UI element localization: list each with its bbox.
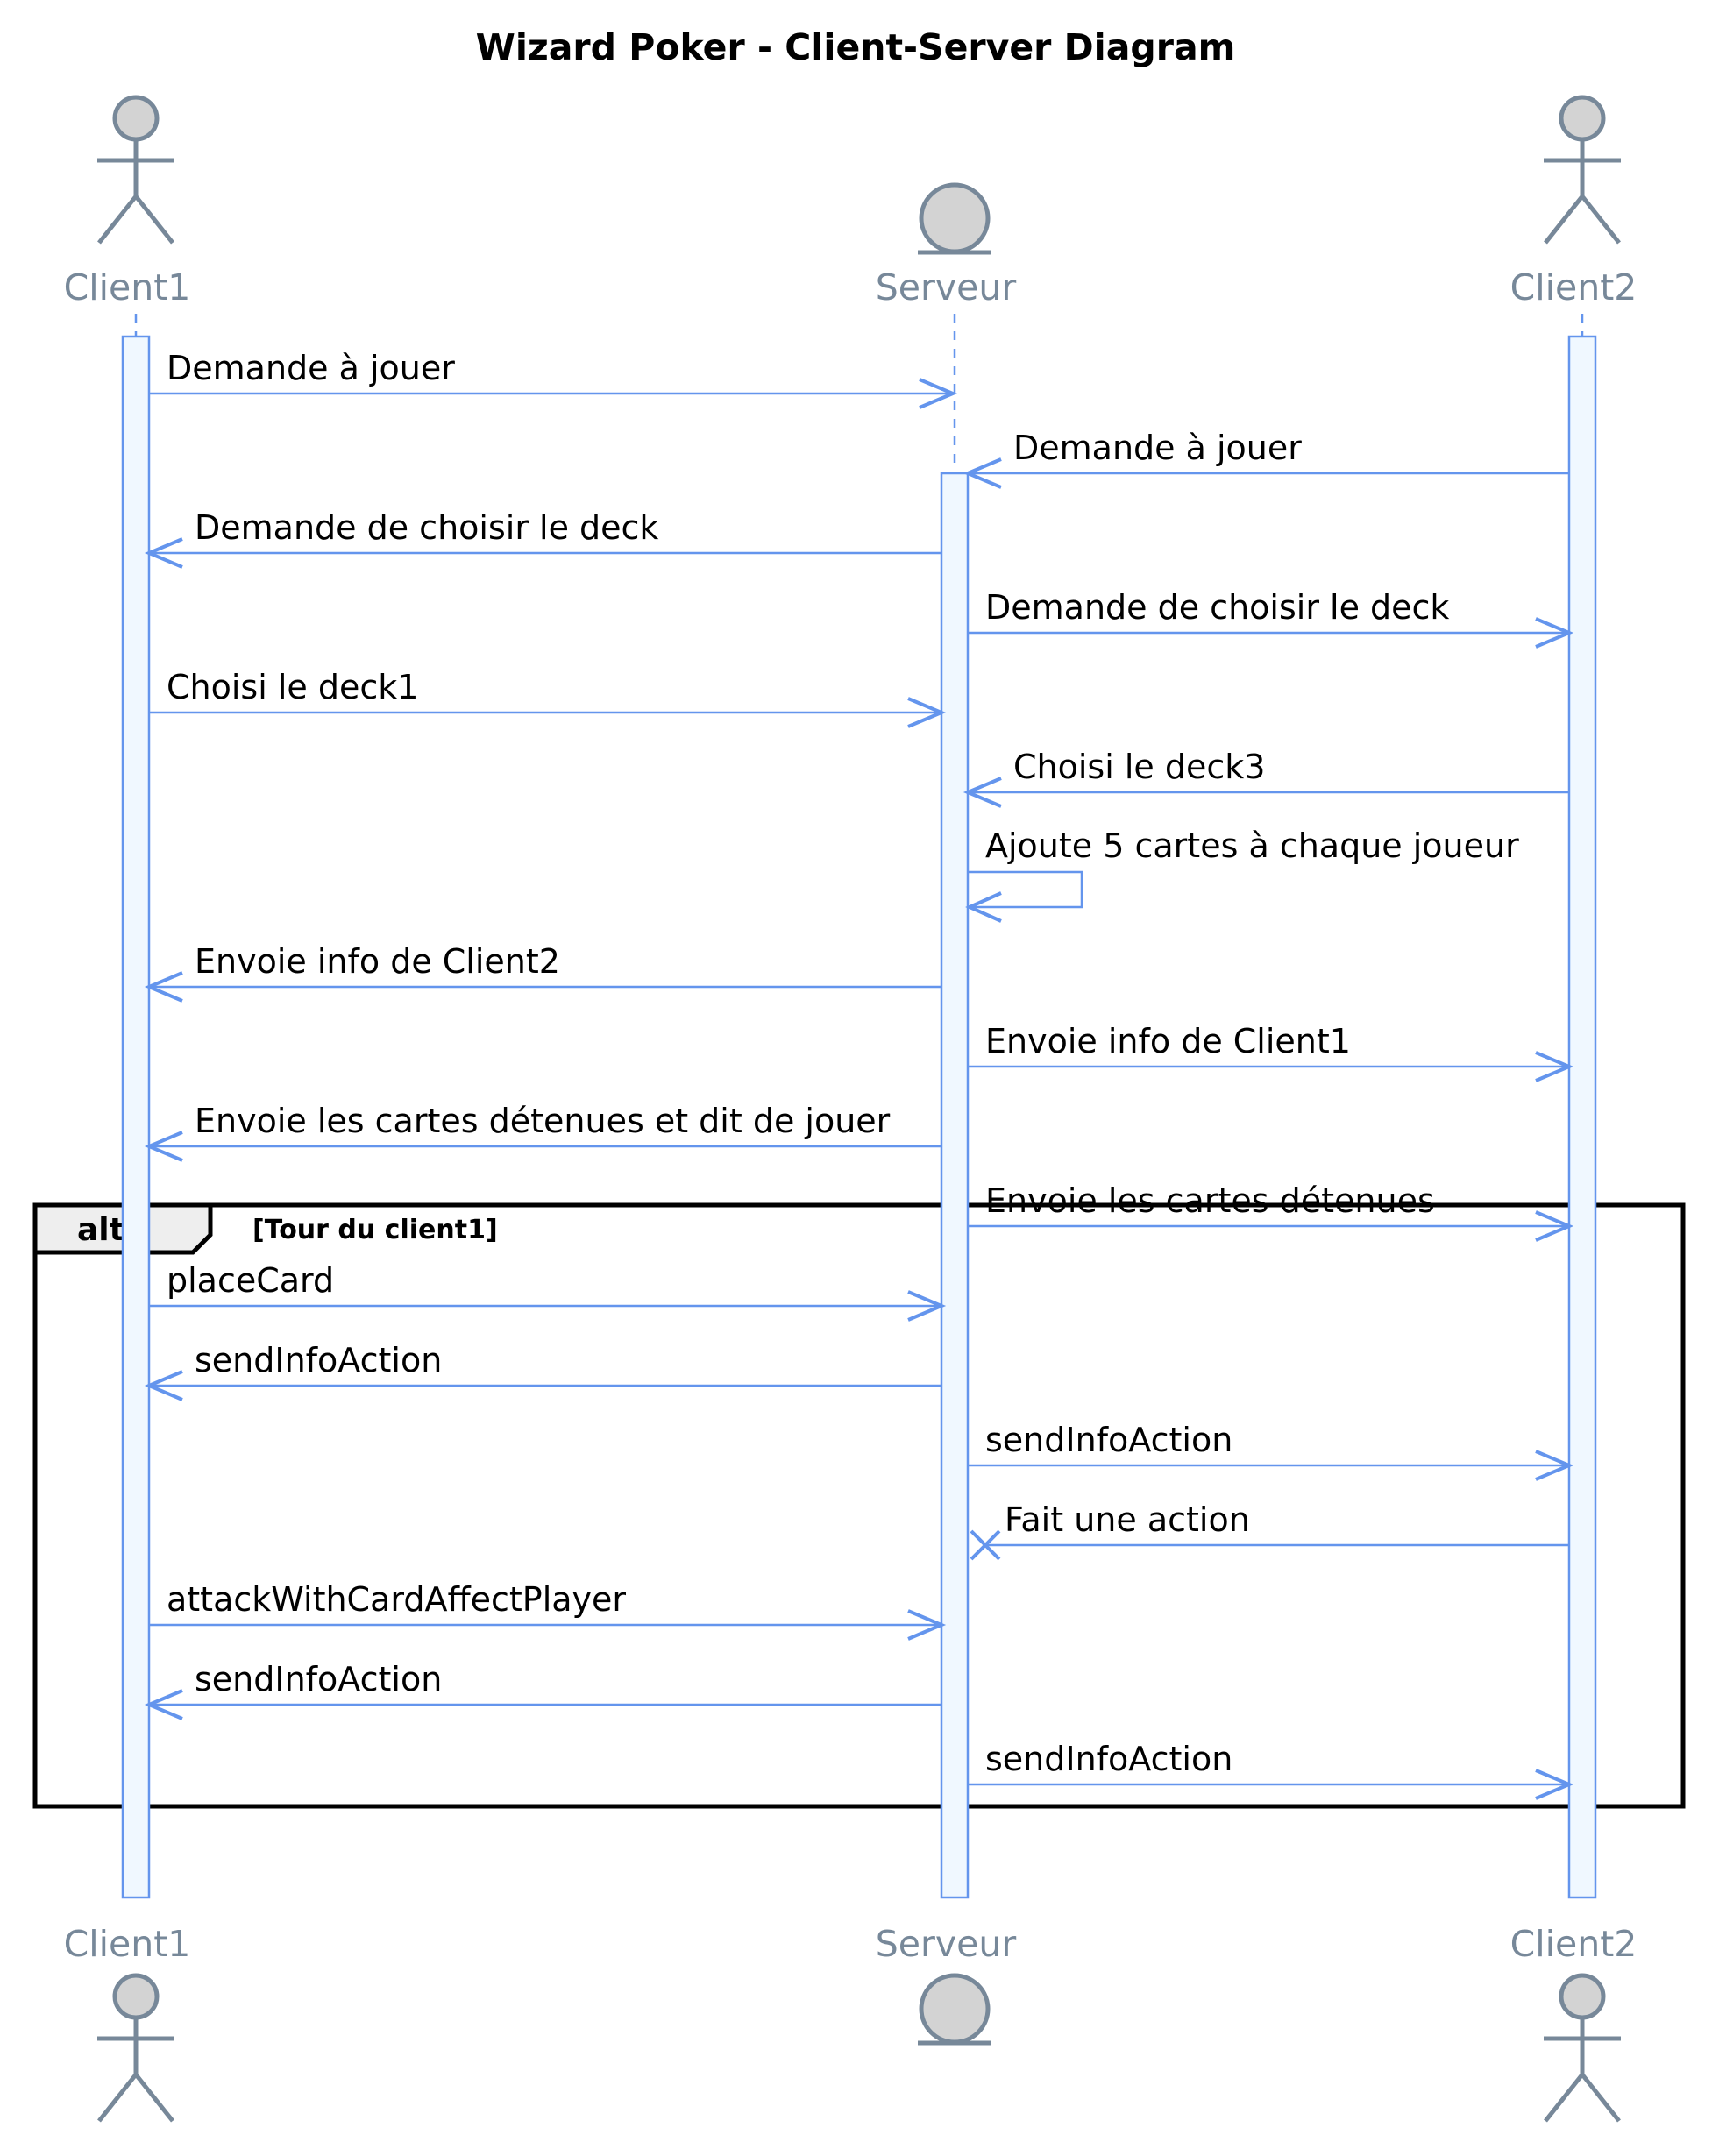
alt-operator-label: alt (77, 1212, 124, 1248)
message-label: Envoie les cartes détenues (985, 1181, 1435, 1220)
message-label: Demande de choisir le deck (195, 508, 658, 547)
diagram-title: Wizard Poker - Client-Server Diagram (476, 26, 1236, 68)
message-label: Envoie les cartes détenues et dit de jou… (195, 1102, 891, 1140)
message-15: Fait une action (970, 1500, 1569, 1561)
activation-bar-serveur (940, 472, 970, 1899)
message-label: Demande à jouer (167, 349, 455, 387)
participant-client2-top: Client2 (1510, 95, 1637, 309)
message-17: sendInfoAction (144, 1660, 941, 1720)
message-arrowhead (1535, 1450, 1574, 1481)
message-arrowhead (144, 1131, 183, 1162)
message-arrowhead (907, 697, 947, 728)
message-arrowhead (1535, 617, 1574, 649)
message-9: Envoie info de Client1 (968, 1022, 1574, 1082)
message-label: Envoie info de Client2 (195, 942, 560, 981)
message-8: Envoie info de Client2 (144, 942, 941, 1003)
message-arrowhead (144, 537, 183, 569)
message-label: attackWithCardAffectPlayer (167, 1580, 626, 1619)
alt-fragment-layer: alt [Tour du client1] (32, 1202, 1686, 1809)
activations-layer (121, 335, 1597, 1899)
message-arrowhead (144, 1370, 183, 1401)
message-7: Ajoute 5 cartes à chaque joueur (965, 826, 1519, 923)
message-label: Fait une action (1005, 1500, 1250, 1539)
participant-label-client2-bottom: Client2 (1510, 1923, 1637, 1965)
message-arrowhead (963, 457, 1002, 489)
message-line (968, 870, 1083, 909)
participant-client2-bottom: Client2 (1510, 1923, 1637, 2123)
activation-bar-client1 (121, 335, 151, 1899)
message-label: Demande à jouer (1013, 429, 1302, 467)
alt-fragment-box (32, 1202, 1686, 1809)
message-label: Envoie info de Client1 (985, 1022, 1351, 1060)
message-label: Ajoute 5 cartes à chaque joueur (985, 826, 1519, 865)
message-arrowhead (907, 1290, 947, 1322)
participant-client1-bottom: Client1 (64, 1923, 191, 2123)
participant-label-client1-top: Client1 (64, 266, 191, 309)
participant-label-serveur-bottom: Serveur (876, 1923, 1017, 1965)
message-label: sendInfoAction (985, 1740, 1232, 1778)
participant-label-client2-top: Client2 (1510, 266, 1637, 309)
message-arrowhead (963, 777, 1002, 808)
message-arrowhead (144, 971, 183, 1003)
participants-layer: Client1Client1ServeurServeurClient2Clien… (64, 95, 1637, 2123)
message-10: Envoie les cartes détenues et dit de jou… (144, 1102, 941, 1162)
message-3: Demande de choisir le deck (144, 508, 941, 569)
message-label: sendInfoAction (195, 1341, 442, 1379)
message-arrowhead (1535, 1051, 1574, 1082)
message-arrowhead (907, 1609, 947, 1641)
alt-guard-label: [Tour du client1] (252, 1215, 498, 1245)
message-4: Demande de choisir le deck (968, 588, 1574, 649)
message-arrowhead (919, 378, 958, 409)
message-14: sendInfoAction (968, 1421, 1574, 1481)
participant-label-client1-bottom: Client1 (64, 1923, 191, 1965)
message-18: sendInfoAction (968, 1740, 1574, 1800)
message-11: Envoie les cartes détenues (968, 1181, 1574, 1242)
participant-label-serveur-top: Serveur (876, 266, 1017, 309)
participant-client1-top: Client1 (64, 95, 191, 309)
message-5: Choisi le deck1 (149, 668, 947, 728)
message-13: sendInfoAction (144, 1341, 941, 1401)
message-label: placeCard (167, 1261, 334, 1300)
message-label: Choisi le deck1 (167, 668, 418, 706)
message-label: Demande de choisir le deck (985, 588, 1449, 627)
activation-bar-client2 (1567, 335, 1597, 1899)
participant-serveur-bottom: Serveur (876, 1923, 1017, 2046)
message-cross-marker (970, 1529, 1001, 1561)
message-arrowhead (965, 891, 1002, 923)
message-16: attackWithCardAffectPlayer (149, 1580, 947, 1641)
message-arrowhead (1535, 1769, 1574, 1800)
message-1: Demande à jouer (149, 349, 958, 409)
message-2: Demande à jouer (963, 429, 1569, 489)
participant-serveur-top: Serveur (876, 182, 1017, 309)
message-6: Choisi le deck3 (963, 748, 1569, 808)
message-label: sendInfoAction (195, 1660, 442, 1699)
message-label: sendInfoAction (985, 1421, 1232, 1459)
message-label: Choisi le deck3 (1013, 748, 1265, 786)
message-arrowhead (1535, 1210, 1574, 1242)
message-12: placeCard (149, 1261, 947, 1322)
message-arrowhead (144, 1689, 183, 1720)
